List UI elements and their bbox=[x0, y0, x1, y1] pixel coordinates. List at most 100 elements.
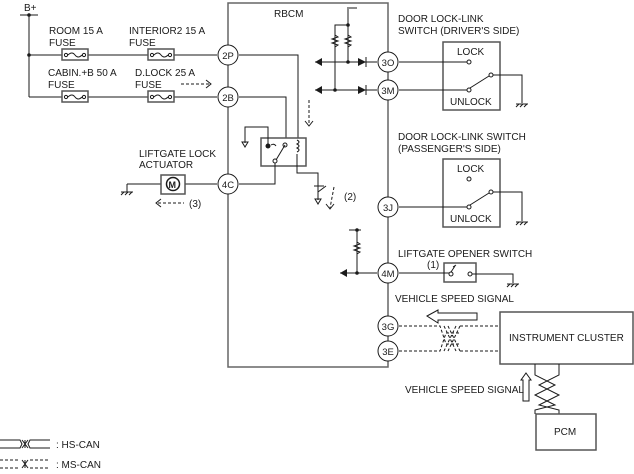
terminal-2p: 2P bbox=[217, 44, 239, 66]
driver-lock-label: LOCK bbox=[457, 47, 485, 58]
legend-hs-can-label: : HS-CAN bbox=[56, 440, 100, 451]
ground-icon-opener bbox=[506, 283, 519, 288]
fuse-interior2-label1: INTERIOR2 15 A bbox=[129, 26, 205, 37]
internal-wire-2p bbox=[239, 54, 299, 148]
fuse-cabin-label2: FUSE bbox=[48, 80, 75, 91]
contact bbox=[466, 87, 472, 93]
legend-hs-can: : HS-CAN bbox=[0, 439, 100, 451]
hs-can-legend-icon bbox=[0, 439, 50, 449]
note-1: (1) bbox=[427, 260, 439, 271]
svg-text:3J: 3J bbox=[383, 203, 393, 214]
terminal-3g: 3G bbox=[377, 315, 399, 337]
flow-arrowhead-3 bbox=[155, 198, 162, 208]
relay-ground-icon bbox=[241, 141, 249, 148]
passenger-ground-wire bbox=[493, 191, 523, 221]
fuse-room-label1: ROOM 15 A bbox=[49, 26, 103, 37]
instrument-cluster-label: INSTRUMENT CLUSTER bbox=[509, 333, 624, 344]
ms-can-twist bbox=[443, 325, 500, 352]
arrow-icon-3o bbox=[315, 58, 322, 66]
terminal-3m: 3M bbox=[377, 79, 399, 101]
passenger-switch-blade bbox=[469, 192, 490, 206]
diode-icon-3o bbox=[358, 58, 366, 66]
svg-text:3O: 3O bbox=[382, 58, 395, 69]
driver-ground-wire bbox=[493, 74, 523, 103]
node bbox=[346, 60, 350, 64]
passenger-switch-label1: DOOR LOCK-LINK SWITCH bbox=[398, 132, 526, 143]
transistor-wire bbox=[296, 154, 319, 186]
terminal-3e: 3E bbox=[377, 340, 399, 362]
fuse-interior2-label2: FUSE bbox=[129, 38, 156, 49]
fuse-room-label2: FUSE bbox=[49, 38, 76, 49]
terminal-2b: 2B bbox=[217, 86, 239, 108]
power-label: B+ bbox=[24, 3, 37, 14]
passenger-unlock-label: UNLOCK bbox=[450, 214, 492, 225]
signal-arrowhead-2 bbox=[325, 203, 335, 210]
twist-mark bbox=[21, 459, 29, 469]
node bbox=[346, 23, 350, 27]
fuse-dlock-label1: D.LOCK 25 A bbox=[135, 68, 195, 79]
instrument-cluster bbox=[499, 311, 634, 365]
node bbox=[333, 88, 337, 92]
passenger-switch-label2: (PASSENGER'S SIDE) bbox=[398, 144, 501, 155]
transistor-ground-icon bbox=[314, 198, 322, 205]
opener-ground-wire bbox=[472, 273, 514, 283]
svg-text:3E: 3E bbox=[382, 347, 394, 358]
relay-common bbox=[272, 158, 278, 164]
contact bbox=[488, 72, 494, 78]
contact bbox=[488, 189, 494, 195]
driver-switch-label1: DOOR LOCK-LINK bbox=[398, 14, 484, 25]
contact bbox=[466, 204, 472, 210]
terminal-3o: 3O bbox=[377, 51, 399, 73]
ms-can-legend-icon bbox=[0, 459, 50, 469]
vss-arrow-left-icon bbox=[426, 309, 478, 324]
terminal-3j: 3J bbox=[377, 196, 399, 218]
pullup-resistor-1 bbox=[330, 34, 340, 48]
relay-contact-nc bbox=[265, 143, 271, 149]
vref-wire-left bbox=[334, 9, 349, 90]
internal-wire-2b bbox=[239, 96, 287, 143]
terminal-4m: 4M bbox=[377, 262, 399, 284]
diode-icon-3m bbox=[358, 86, 366, 94]
internal-wire-4c bbox=[239, 163, 276, 185]
ms-can-wires bbox=[399, 325, 460, 352]
pcm-label: PCM bbox=[554, 427, 576, 438]
actuator-label1: LIFTGATE LOCK bbox=[139, 149, 216, 160]
node bbox=[355, 271, 359, 275]
svg-text:3G: 3G bbox=[382, 322, 395, 333]
rbcm-label: RBCM bbox=[274, 9, 303, 20]
arrow-icon-4m bbox=[340, 269, 347, 277]
relay-coil-icon bbox=[295, 139, 300, 153]
signal-arrow-2 bbox=[329, 186, 335, 209]
liftgate-lock-actuator: M bbox=[160, 174, 186, 195]
pullup-resistor-2 bbox=[343, 34, 353, 48]
legend-ms-can: : MS-CAN bbox=[0, 459, 101, 471]
contact bbox=[448, 271, 454, 277]
actuator-label2: ACTUATOR bbox=[139, 160, 193, 171]
fuse-dlock-label2: FUSE bbox=[135, 80, 162, 91]
opener-switch-actuator bbox=[450, 264, 457, 273]
pcm-module bbox=[535, 413, 597, 451]
svg-text:3M: 3M bbox=[381, 86, 394, 97]
ground-icon-driver bbox=[515, 103, 528, 108]
twist-mark bbox=[21, 439, 29, 449]
legend-ms-can-label: : MS-CAN bbox=[56, 460, 101, 471]
relay-arc bbox=[270, 143, 277, 147]
fuse-cabin-icon bbox=[61, 90, 89, 103]
passenger-lock-label: LOCK bbox=[457, 164, 485, 175]
pullup-resistor-4m bbox=[352, 241, 362, 255]
fuse-cabin-label1: CABIN.+B 50 A bbox=[48, 68, 117, 79]
hs-can-twist bbox=[533, 364, 561, 414]
contact bbox=[467, 271, 473, 277]
fuse-interior2-icon bbox=[147, 48, 175, 61]
vss-label-bottom: VEHICLE SPEED SIGNAL bbox=[405, 385, 524, 396]
vss-arrow-up-icon bbox=[520, 372, 532, 402]
svg-text:4M: 4M bbox=[381, 269, 394, 280]
svg-text:2B: 2B bbox=[222, 93, 234, 104]
note-2: (2) bbox=[344, 192, 356, 203]
fuse-dlock-icon bbox=[147, 90, 175, 103]
relay-ground-wire bbox=[244, 126, 269, 146]
svg-text:2P: 2P bbox=[222, 51, 234, 62]
relay-blade bbox=[275, 144, 286, 161]
fuse-room-icon bbox=[61, 48, 89, 61]
